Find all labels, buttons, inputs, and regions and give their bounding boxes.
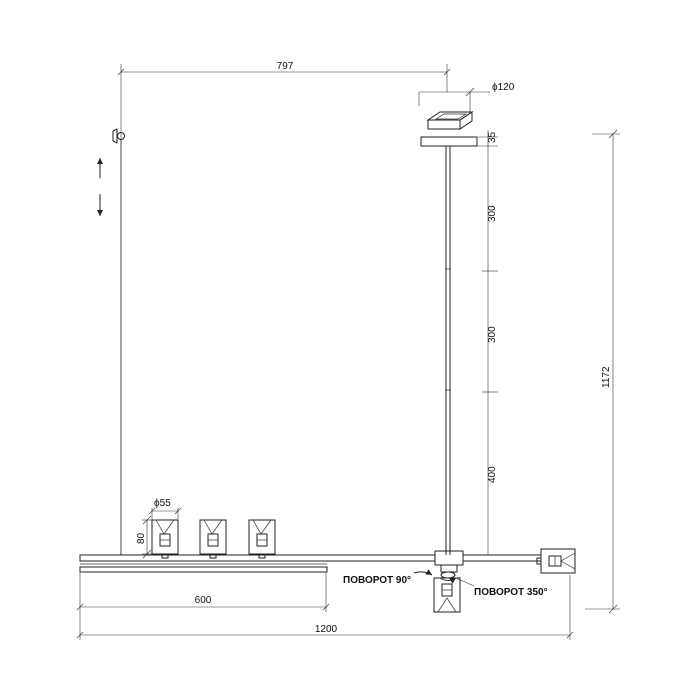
shade-3 <box>248 519 276 559</box>
rod-segment-1-label: 300 <box>487 205 498 222</box>
central-connector <box>434 550 464 579</box>
rod-spacing-label: 797 <box>277 61 294 72</box>
dimension-canopy-diameter: ϕ120 <box>418 82 515 112</box>
ceiling-canopy <box>426 111 474 130</box>
rotation-350-label: ПОВОРОТ 350° <box>474 587 548 598</box>
shade-diameter-label: ϕ55 <box>154 498 171 509</box>
dimension-rod-spacing: 797 <box>117 61 451 555</box>
shade-1 <box>151 519 179 559</box>
dimension-rod-segments: 35 300 300 400 <box>478 130 498 556</box>
dimension-total-length: 1200 <box>76 575 574 640</box>
arm-length-label: 600 <box>195 595 212 606</box>
suspension-wire <box>112 128 125 553</box>
rod-segment-3-label: 400 <box>487 466 498 483</box>
shade-hanging <box>433 577 461 613</box>
total-length-label: 1200 <box>315 624 338 635</box>
canopy-height-label: 35 <box>487 131 498 143</box>
dimension-total-height: 1172 <box>585 129 620 614</box>
canopy-plate <box>420 136 478 147</box>
canopy-diameter-label: ϕ120 <box>492 82 515 93</box>
dimension-shade-height: 80 <box>136 515 152 559</box>
horizontal-bar <box>79 553 542 573</box>
rotation-90-label: ПОВОРОТ 90° <box>343 575 411 586</box>
total-height-label: 1172 <box>601 366 612 388</box>
dimension-shade-diameter: ϕ55 <box>148 498 182 520</box>
shade-height-label: 80 <box>136 532 147 544</box>
shade-2 <box>199 519 227 559</box>
rotation-350-annotation: ПОВОРОТ 350° <box>439 577 548 598</box>
rod-segment-2-label: 300 <box>487 326 498 343</box>
dimension-arm-length: 600 <box>76 573 330 612</box>
rotation-90-annotation: ПОВОРОТ 90° <box>343 569 433 586</box>
shade-right-end <box>536 548 576 574</box>
suspension-rod <box>445 146 451 555</box>
